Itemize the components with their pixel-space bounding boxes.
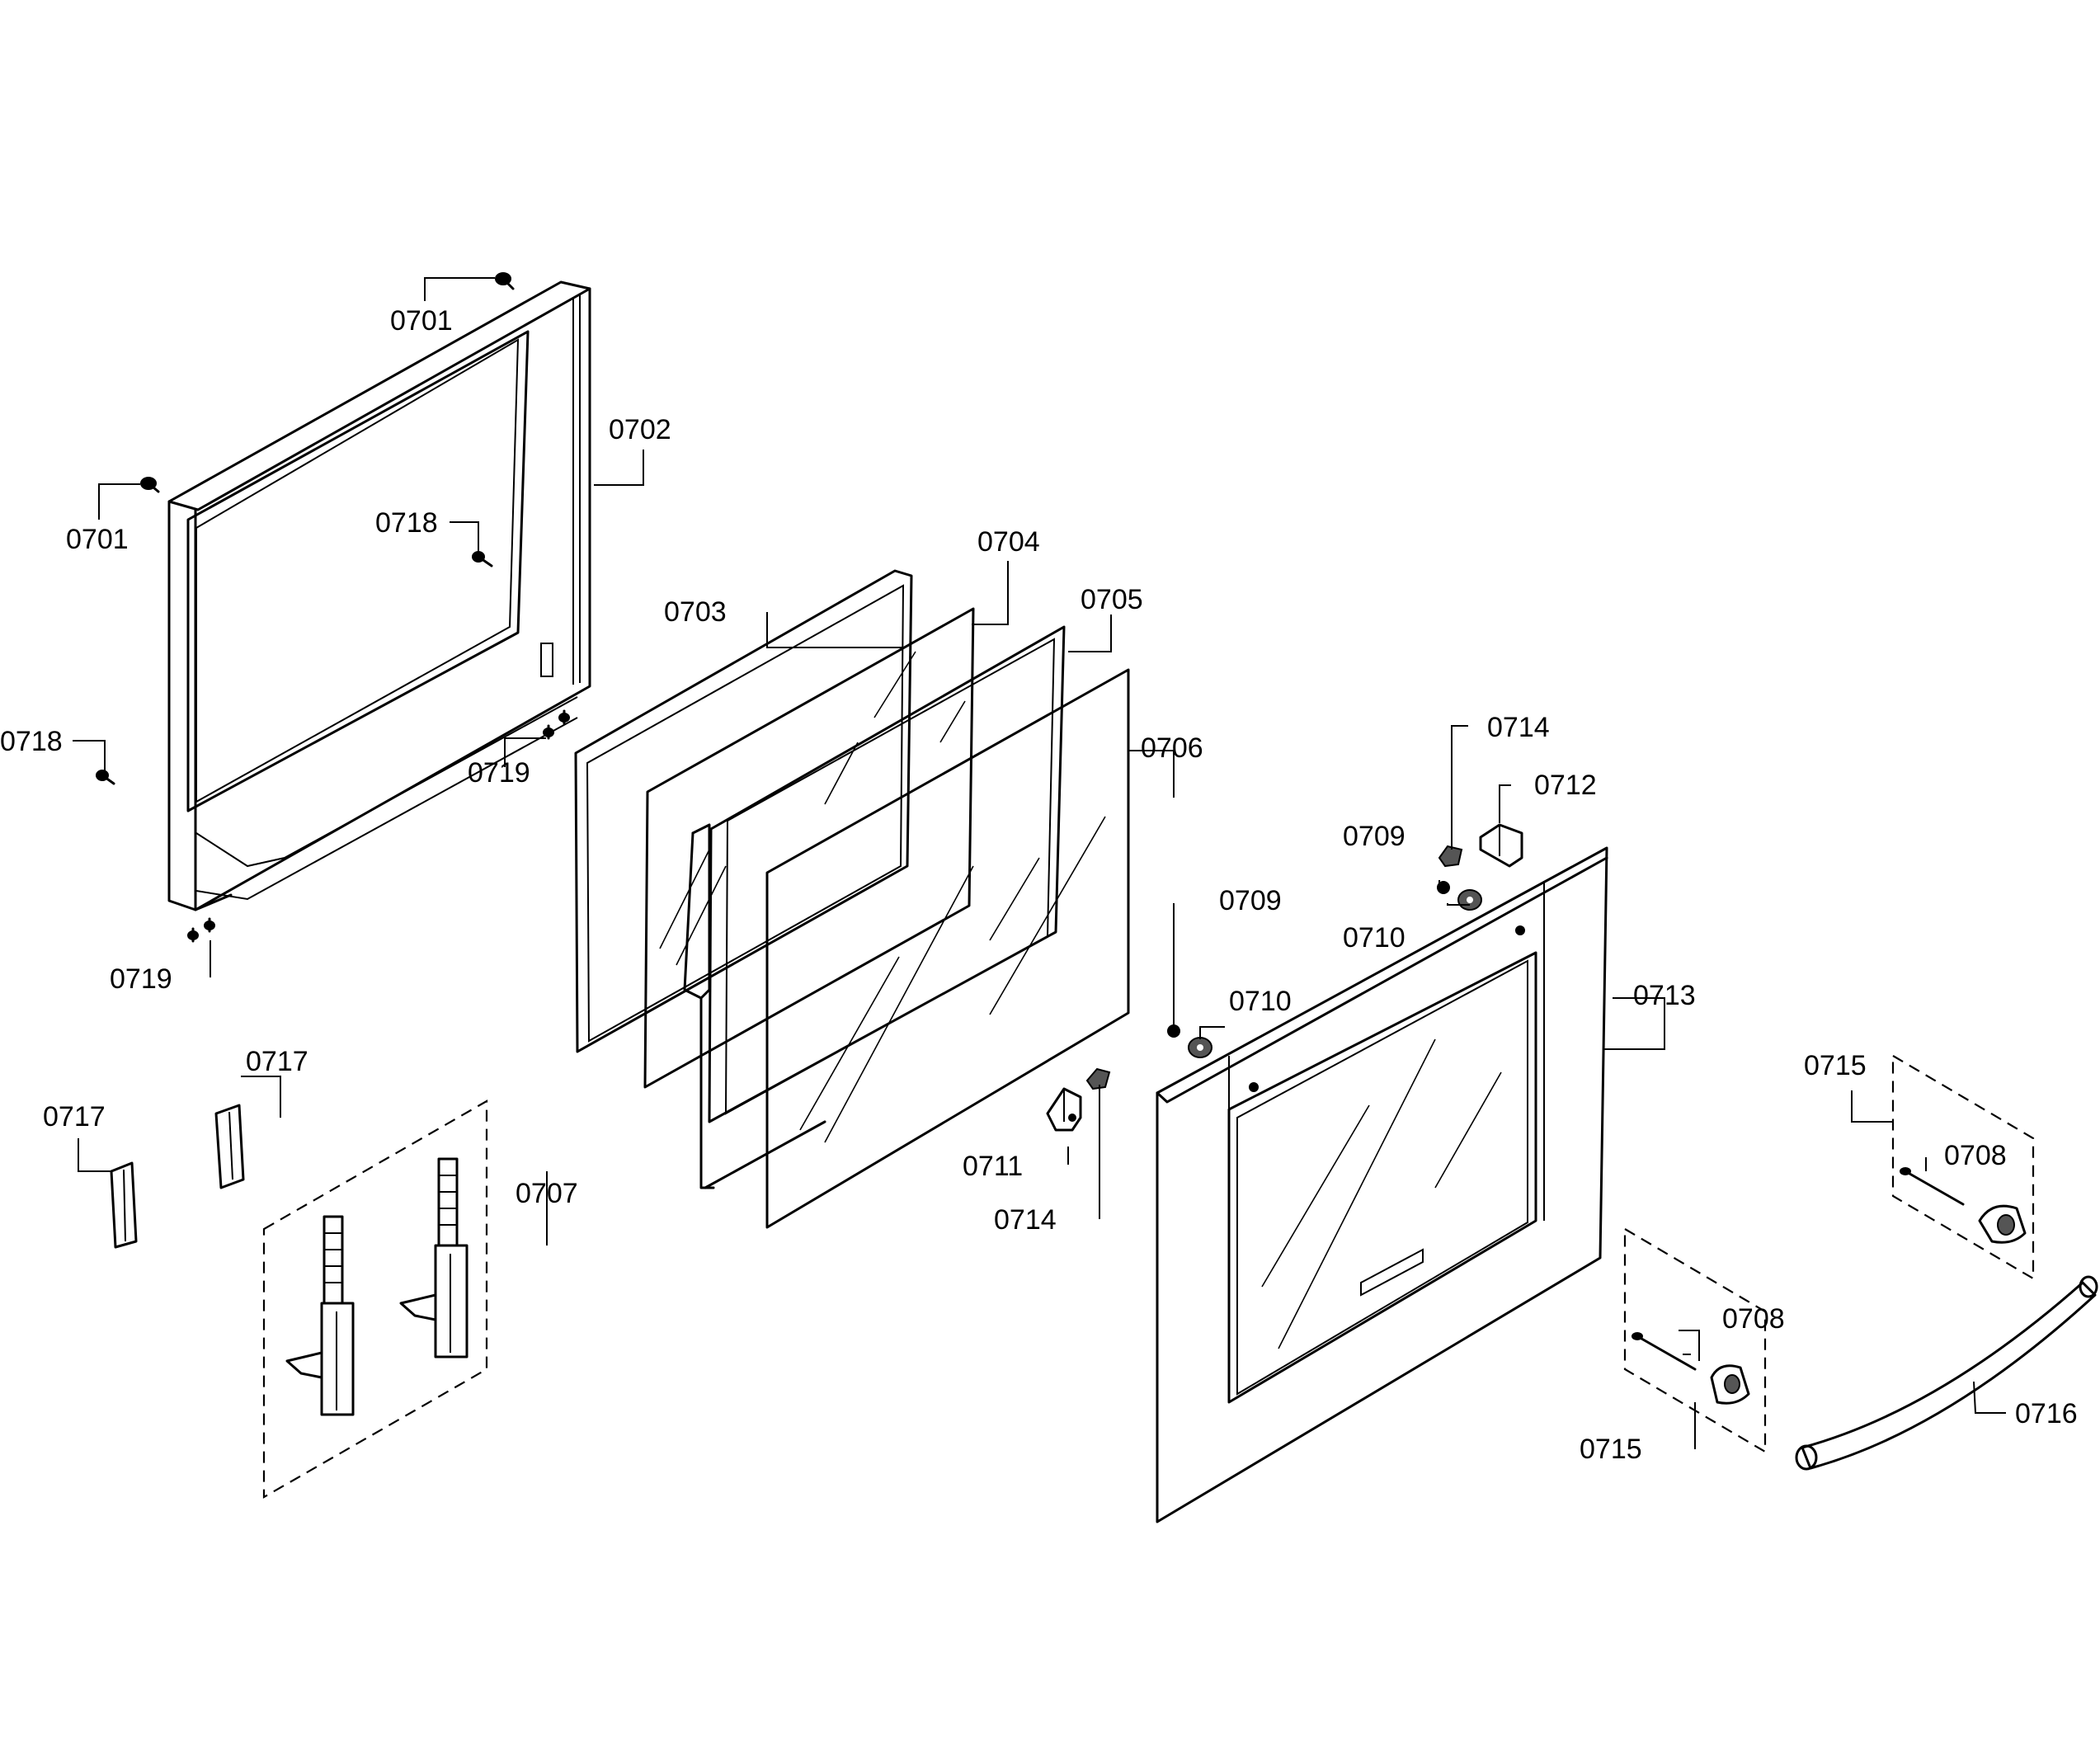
handle-pin-icon [1632,1332,1697,1371]
callout-label: 0717 [43,1101,106,1132]
callout-label: 0715 [1804,1050,1867,1081]
callout-label: 0719 [468,757,530,789]
callout-label: 0707 [516,1178,578,1209]
handle-mount-icon [1710,1364,1750,1405]
callout-label: 0713 [1633,980,1696,1011]
callout-label: 0708 [1722,1303,1785,1335]
callout-label: 0715 [1580,1434,1642,1465]
callout-label: 0709 [1219,885,1282,916]
spacer-icon [1457,889,1482,911]
spacer-icon [1188,1037,1212,1058]
callout-label: 0717 [246,1046,308,1077]
washer-icon [1167,1024,1180,1038]
clip-icon [1438,845,1463,868]
callout-label: 0703 [664,596,727,628]
inner-door-frame-part [167,280,591,911]
handle-mount-kit-box [1623,1227,1767,1453]
callout-label: 0701 [390,305,453,337]
hinge-kit-box [262,1100,488,1499]
hinge-cover-icon [214,1104,245,1189]
screw-icon [495,272,515,290]
hinge-bracket-icon [1046,1087,1082,1132]
clip-icon [1085,1067,1111,1090]
callout-labels: 0701 0701 0702 0718 0718 0719 0719 0703 … [0,305,2078,1465]
callout-label: 0706 [1141,732,1203,764]
callout-label: 0712 [1534,770,1597,801]
inner-glass-pane-part [643,607,975,1089]
screw-icon [187,917,215,943]
hinge-icon [285,1215,355,1416]
callout-label: 0711 [963,1151,1023,1182]
callout-label: 0714 [994,1204,1057,1236]
callout-label: 0718 [0,726,63,757]
door-gasket-part [574,569,913,1053]
callout-label: 0710 [1343,922,1405,954]
callout-label: 0704 [977,526,1040,558]
callout-label: 0719 [110,963,172,995]
hinge-bracket-icon [1479,823,1523,868]
hinge-icon [399,1157,468,1359]
handle-mount-kit-box [1891,1054,2035,1280]
handle-pin-icon [1900,1167,1965,1206]
callout-label: 0714 [1487,712,1550,743]
callout-label: 0716 [2015,1398,2078,1429]
callout-label: 0709 [1343,821,1405,852]
handle-mount-icon [1978,1204,2027,1244]
callout-label: 0710 [1229,986,1292,1017]
hinge-cover-icon [110,1161,138,1249]
callout-label: 0708 [1944,1140,2007,1171]
outer-door-panel-part [1156,846,1608,1523]
outer-glass-pane-part [765,668,1130,1229]
leader-lines [73,277,2006,1449]
screw-icon [543,709,570,740]
screw-icon [472,551,493,567]
callout-label: 0718 [375,507,438,539]
screw-icon [140,477,160,493]
callout-label: 0705 [1081,584,1143,615]
washer-icon [1437,881,1450,894]
glass-holder-frame-part [683,625,1066,1189]
callout-label: 0702 [609,414,671,445]
door-handle-part [1795,1275,2098,1471]
callout-label: 0701 [66,524,129,555]
